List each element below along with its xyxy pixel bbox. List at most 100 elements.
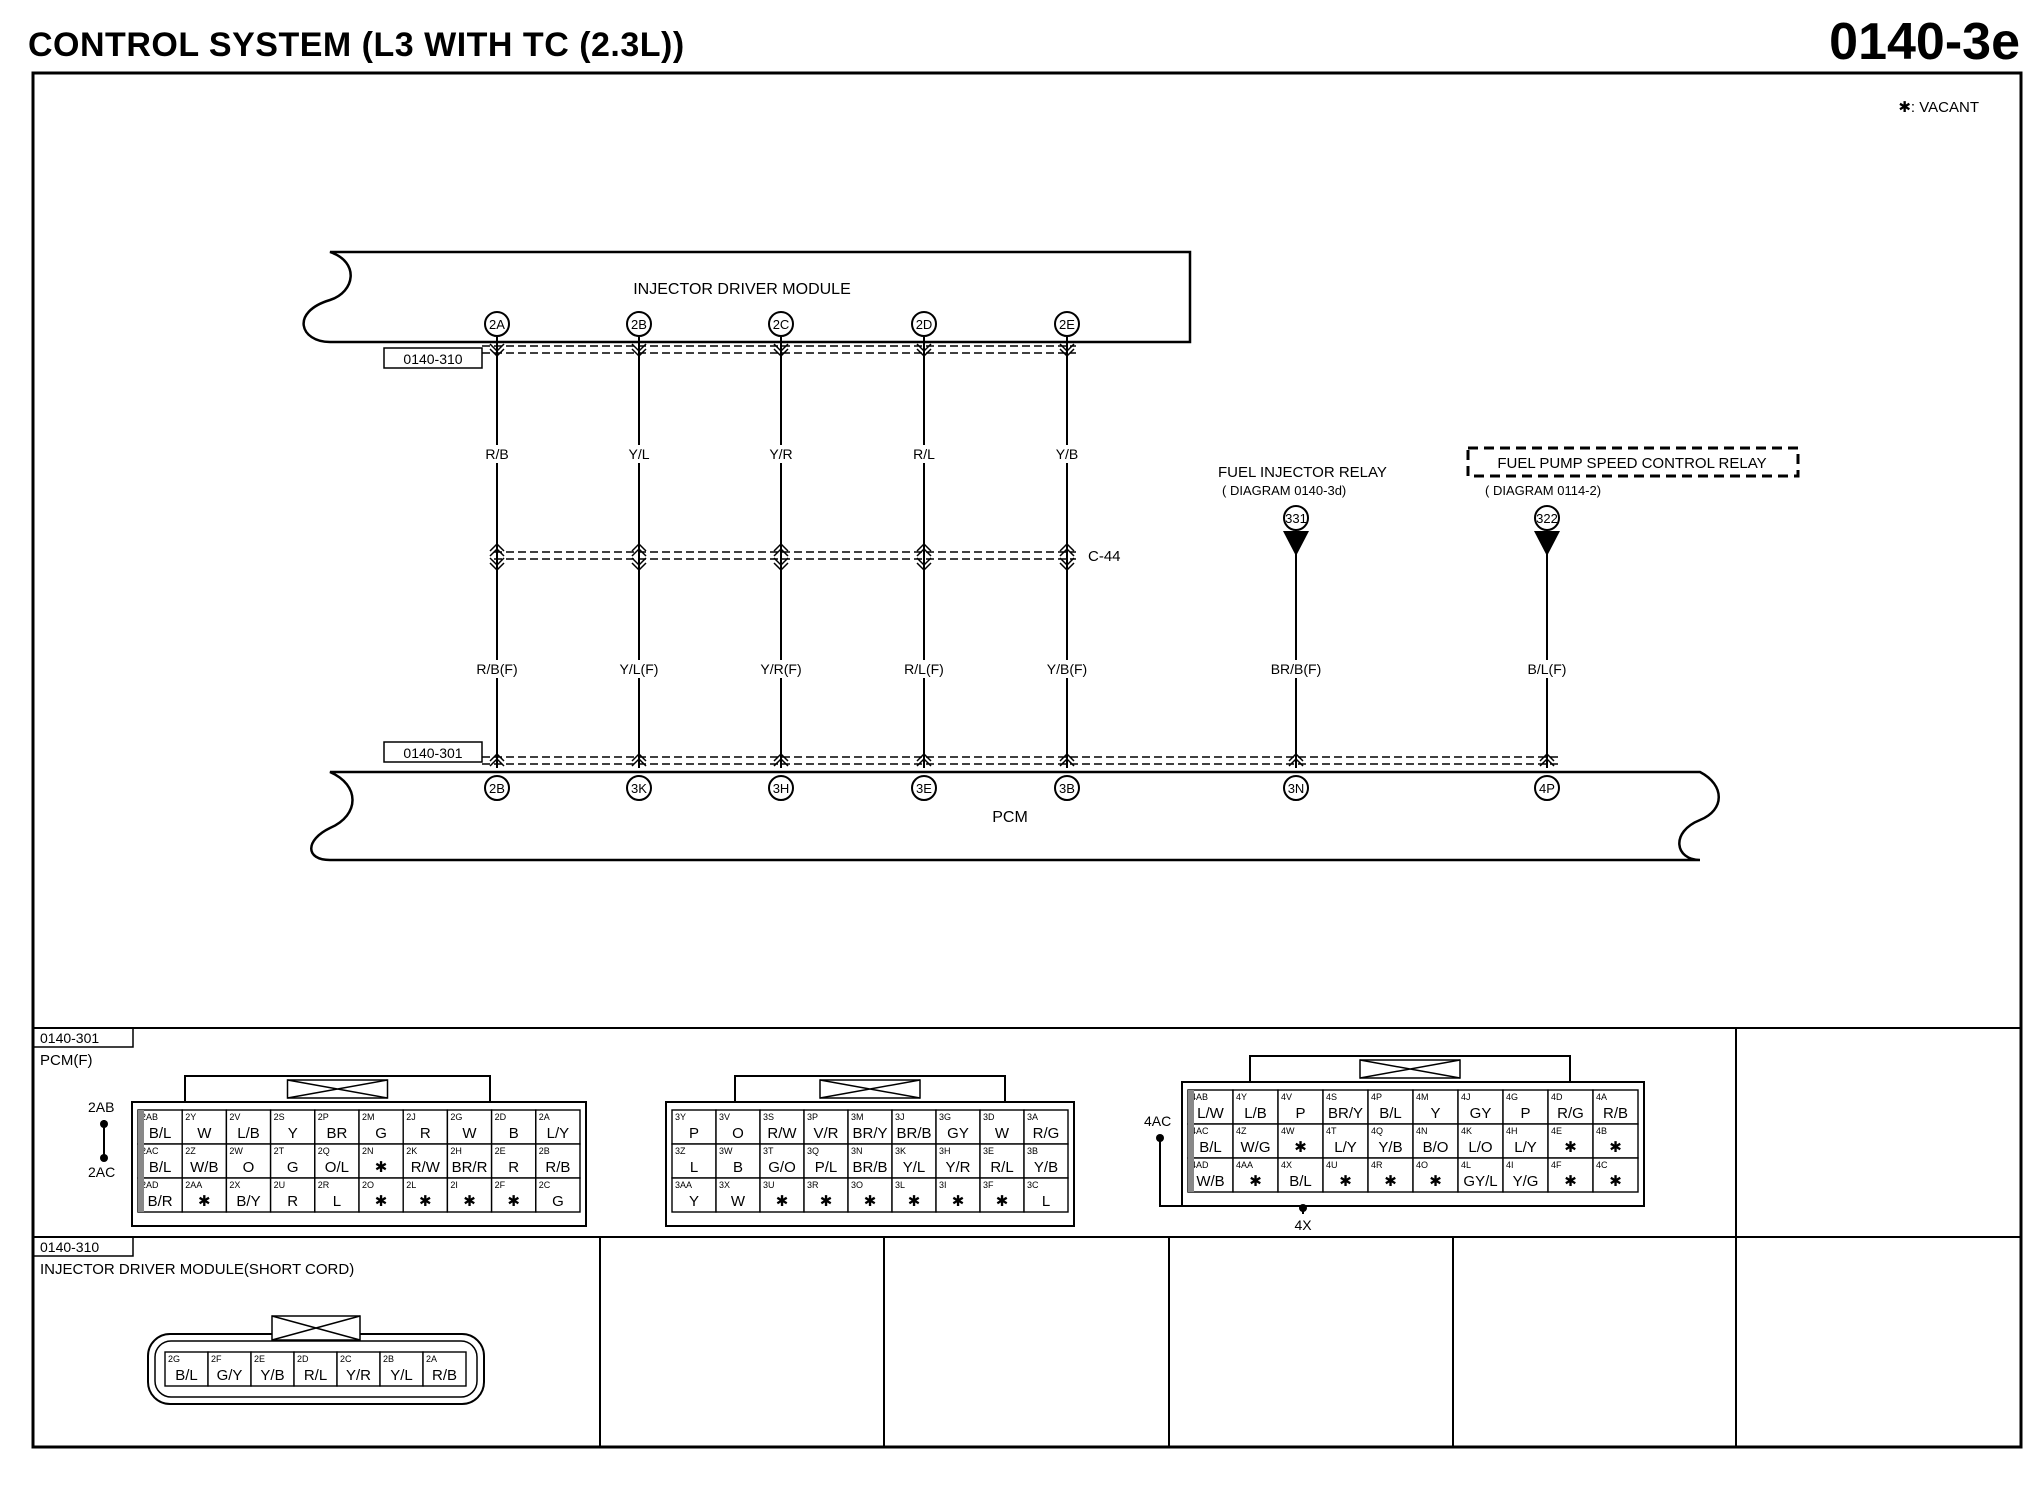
pcm-panel-title: PCM(F) <box>40 1052 93 1069</box>
pin-number: 2B <box>383 1354 394 1364</box>
pin-cell <box>137 1177 183 1213</box>
pcm-terminal-label: 2B <box>489 781 505 796</box>
pcm-panel-ref: 0140-301 <box>40 1030 99 1046</box>
pin-wire-color: L <box>1042 1193 1050 1210</box>
pin-number: 2A <box>539 1112 550 1122</box>
pin-wire-color: ✱ <box>375 1193 388 1210</box>
fuel-pump-relay-ref: ( DIAGRAM 0114-2) <box>1485 483 1601 498</box>
pcm-body <box>310 770 1720 862</box>
wire-color-lower: Y/L(F) <box>620 661 659 677</box>
pin-cell <box>847 1109 893 1145</box>
pcm-terminal-label: 3E <box>916 781 932 796</box>
pin-number: 3F <box>983 1180 994 1190</box>
pin-number: 3Z <box>675 1146 686 1156</box>
pin-wire-color: R/B <box>432 1367 457 1384</box>
injector-driver-module-body <box>302 250 1192 344</box>
connector-chevron <box>631 557 647 572</box>
pin-wire-color: R/W <box>411 1159 441 1176</box>
pin-number: 2J <box>406 1112 416 1122</box>
pin-number: 2G <box>168 1354 180 1364</box>
pcm-panel-ref-box <box>32 1027 134 1048</box>
pin-wire-color: ✱ <box>1609 1173 1622 1190</box>
wire-color-lower: Y/B(F) <box>1047 661 1087 677</box>
pin-wire-color: ✱ <box>1564 1139 1577 1156</box>
pin-cell <box>164 1351 209 1387</box>
pin-cell <box>446 1109 493 1145</box>
wire-color-lower: Y/R(F) <box>760 661 801 677</box>
fuel-injector-relay-name: FUEL INJECTOR RELAY <box>1218 464 1387 481</box>
diagram-frame <box>31 71 2023 1449</box>
pin-wire-color: B/L <box>1289 1173 1312 1190</box>
connector-chevron <box>773 343 789 358</box>
pin-wire-color: R/W <box>767 1125 797 1142</box>
pin-number: 3T <box>763 1146 774 1156</box>
connector-chevron <box>631 343 647 358</box>
pin-number: 3H <box>939 1146 951 1156</box>
pin-cell <box>1592 1123 1639 1159</box>
page-title: CONTROL SYSTEM (L3 WITH TC (2.3L)) <box>28 26 685 64</box>
connector-hood <box>734 1075 1006 1102</box>
connector-chevron <box>631 542 647 557</box>
idm-terminal <box>911 311 937 337</box>
pin-wire-color: Y/R <box>945 1159 970 1176</box>
wire-label-bg <box>459 660 535 678</box>
connector-chevron <box>631 752 647 767</box>
idm-terminal <box>1054 311 1080 337</box>
pin-number: 2D <box>495 1112 507 1122</box>
relay-terminal-label: 331 <box>1285 511 1307 526</box>
connector-chevron <box>916 752 932 767</box>
pin-wire-color: ✱ <box>1429 1173 1442 1190</box>
pin-cell <box>1412 1157 1459 1193</box>
pin-number: 2R <box>318 1180 330 1190</box>
pin-number: 4W <box>1281 1126 1295 1136</box>
pin-wire-color: R/B <box>545 1159 570 1176</box>
pin-number: 4Y <box>1236 1092 1247 1102</box>
relay-terminal <box>1283 505 1309 531</box>
pin-cell <box>1457 1089 1504 1125</box>
pin-wire-color: B <box>733 1159 743 1176</box>
pin-wire-color: ✱ <box>952 1193 965 1210</box>
pin-number: 4G <box>1506 1092 1518 1102</box>
connector-chevron <box>773 542 789 557</box>
bridge-dot <box>100 1120 108 1128</box>
pcm-block-c-bottom-label: 4X <box>1294 1217 1312 1233</box>
pin-wire-color: ✱ <box>463 1193 476 1210</box>
pin-wire-color: L <box>333 1193 341 1210</box>
wire-color-upper: Y/B <box>1056 446 1079 462</box>
pin-number: 2H <box>450 1146 462 1156</box>
connector-housing <box>1181 1081 1645 1207</box>
pin-wire-color: BR/B <box>896 1125 931 1142</box>
pin-number: 4T <box>1326 1126 1337 1136</box>
wire-color-upper: R/B <box>485 446 508 462</box>
pin-wire-color: B/L <box>149 1159 172 1176</box>
page-code: 0140-3e <box>1829 13 2020 71</box>
pin-wire-color: GY <box>1470 1105 1492 1122</box>
pin-cell <box>535 1143 581 1179</box>
pcm-terminal <box>911 775 937 801</box>
pin-number: 3Q <box>807 1146 819 1156</box>
idm-terminal-label: 2B <box>631 317 647 332</box>
wire-label-bg <box>886 660 962 678</box>
pin-number: 2AA <box>185 1180 202 1190</box>
pin-wire-color: L/B <box>237 1125 260 1142</box>
pin-number: 2E <box>495 1146 506 1156</box>
pin-number: 4B <box>1596 1126 1607 1136</box>
pin-wire-color: ✱ <box>908 1193 921 1210</box>
pin-number: 2S <box>274 1112 285 1122</box>
pin-wire-color: V/R <box>813 1125 838 1142</box>
pin-wire-color: BR/R <box>452 1159 488 1176</box>
pin-number: 4Q <box>1371 1126 1383 1136</box>
pin-cell <box>207 1351 252 1387</box>
pin-number: 2O <box>362 1180 374 1190</box>
pin-wire-color: B <box>509 1125 519 1142</box>
pin-wire-color: P <box>689 1125 699 1142</box>
pin-number: 3D <box>983 1112 995 1122</box>
pin-number: 4F <box>1551 1160 1562 1170</box>
idm-terminal <box>484 311 510 337</box>
idm-connector-ref: 0140-310 <box>403 351 462 367</box>
pin-cell <box>269 1143 316 1179</box>
pin-number: 4V <box>1281 1092 1292 1102</box>
fuel-pump-relay-name: FUEL PUMP SPEED CONTROL RELAY <box>1497 455 1766 472</box>
wire-group: 2AR/BR/B(F)2B2BY/LY/L(F)3K2CY/RY/R(F)3H2… <box>459 311 1585 801</box>
pin-number: 4E <box>1551 1126 1562 1136</box>
